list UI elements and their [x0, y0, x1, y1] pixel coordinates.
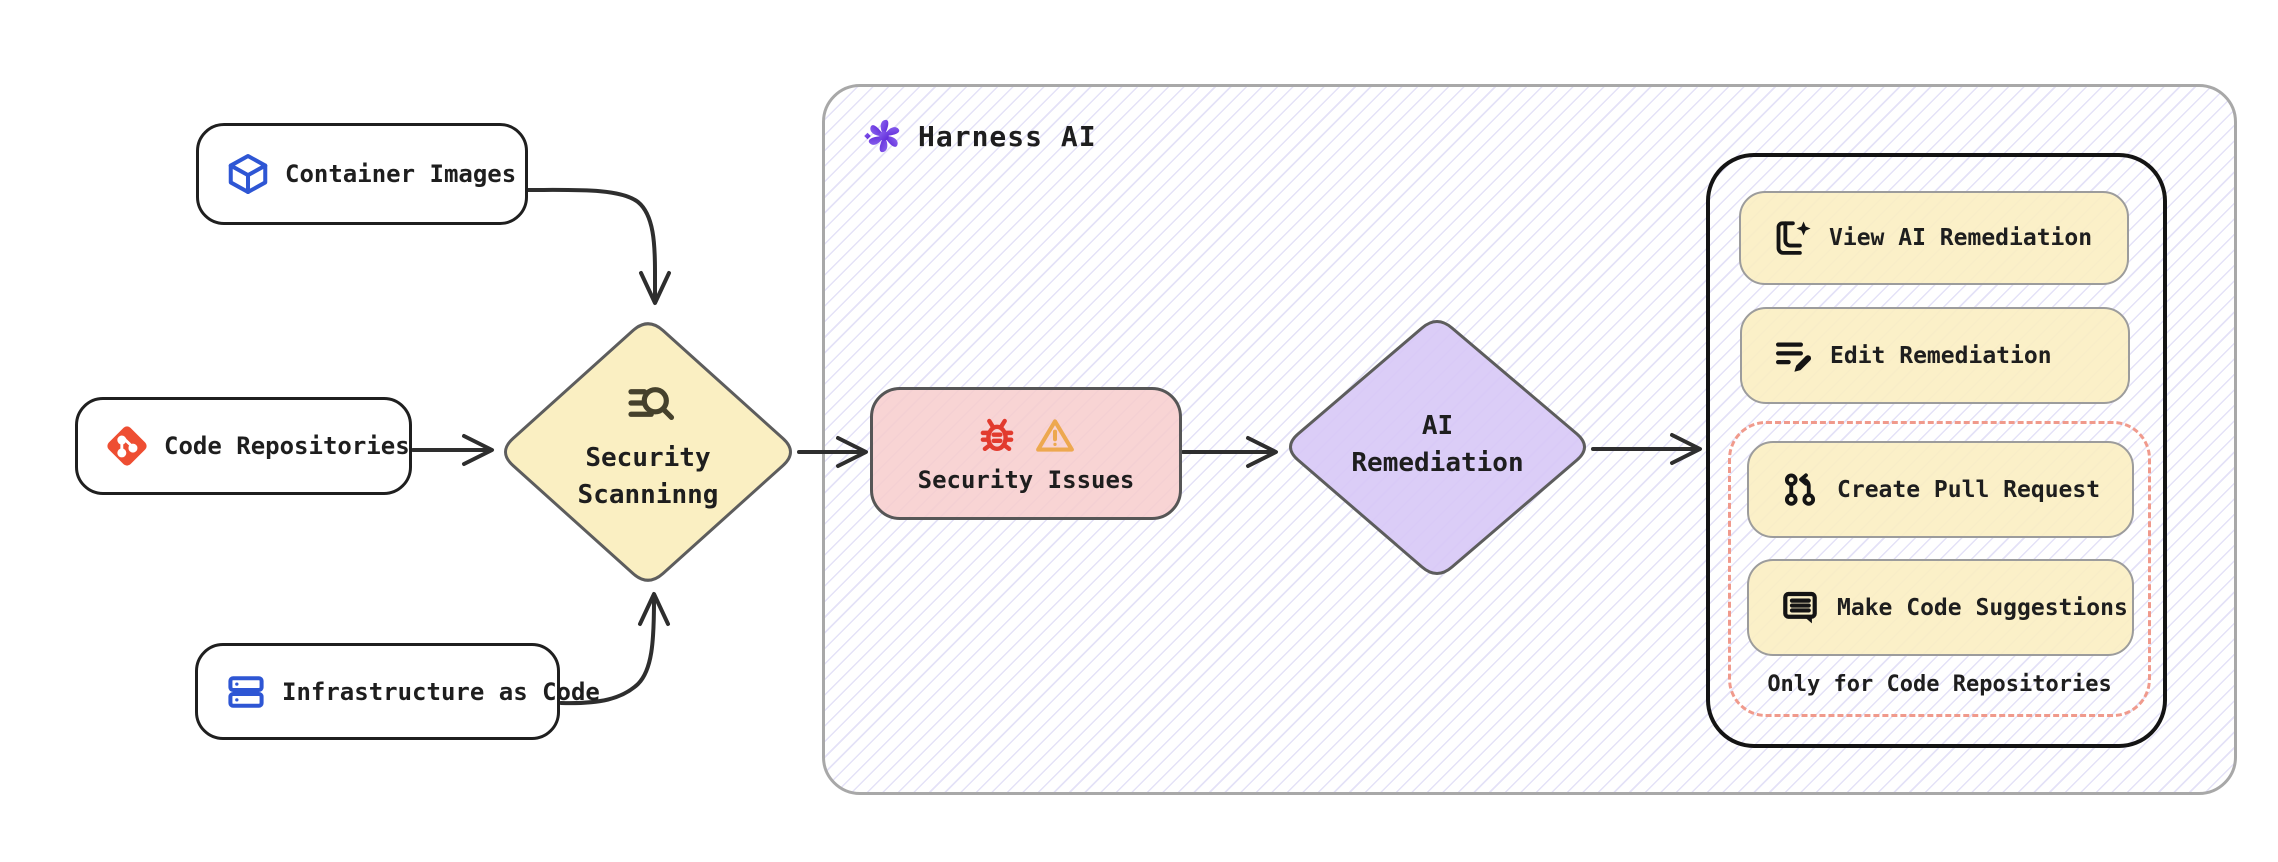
- node-container-images: Container Images: [196, 123, 528, 225]
- security-scanning-label: Security Scanninng: [577, 443, 719, 510]
- flow-arrows: [411, 187, 1702, 706]
- group-title: Harness AI: [918, 119, 1097, 153]
- action-label: Create Pull Request: [1837, 476, 2101, 503]
- comment-lines-icon: [1779, 587, 1821, 629]
- server-stack-icon: [224, 670, 268, 714]
- node-make-code-suggestions: Make Code Suggestions: [1747, 559, 2134, 656]
- code-repo-only-container: [1728, 421, 2151, 717]
- node-infrastructure-as-code: Infrastructure as Code: [195, 643, 600, 740]
- node-code-repositories: Code Repositories: [75, 397, 412, 495]
- document-sparkle-icon: [1771, 217, 1813, 259]
- bug-icon: [975, 414, 1019, 458]
- security-issues-label: Security Issues: [917, 465, 1135, 494]
- node-edit-remediation: Edit Remediation: [1740, 307, 2130, 404]
- pull-request-icon: [1779, 469, 1821, 511]
- node-label: Container Images: [285, 160, 517, 188]
- harness-ai-logo: [862, 113, 906, 159]
- node-view-ai-remediation: View AI Remediation: [1739, 191, 2129, 285]
- security-scanning-diamond: [504, 322, 792, 582]
- node-security-issues: Security Issues: [870, 387, 1182, 520]
- ai-remediation-label: AI Remediation: [1351, 411, 1524, 478]
- warning-triangle-icon: [1033, 414, 1077, 458]
- node-create-pull-request: Create Pull Request: [1747, 441, 2134, 538]
- remediation-actions-container: [1706, 153, 2167, 748]
- action-label: View AI Remediation: [1829, 225, 2093, 251]
- action-label: Make Code Suggestions: [1837, 594, 2128, 621]
- node-label: Infrastructure as Code: [282, 677, 600, 706]
- ai-remediation-diamond: [1289, 320, 1586, 575]
- only-for-code-repositories-note: Only for Code Repositories: [1767, 672, 2112, 697]
- cube-icon: [225, 151, 271, 197]
- search-list-icon: [622, 376, 676, 430]
- node-label: Code Repositories: [164, 432, 410, 460]
- harness-ai-header: Harness AI: [862, 110, 1097, 162]
- git-icon: [104, 423, 150, 469]
- action-label: Edit Remediation: [1830, 342, 2052, 369]
- edit-lines-pencil-icon: [1772, 335, 1814, 377]
